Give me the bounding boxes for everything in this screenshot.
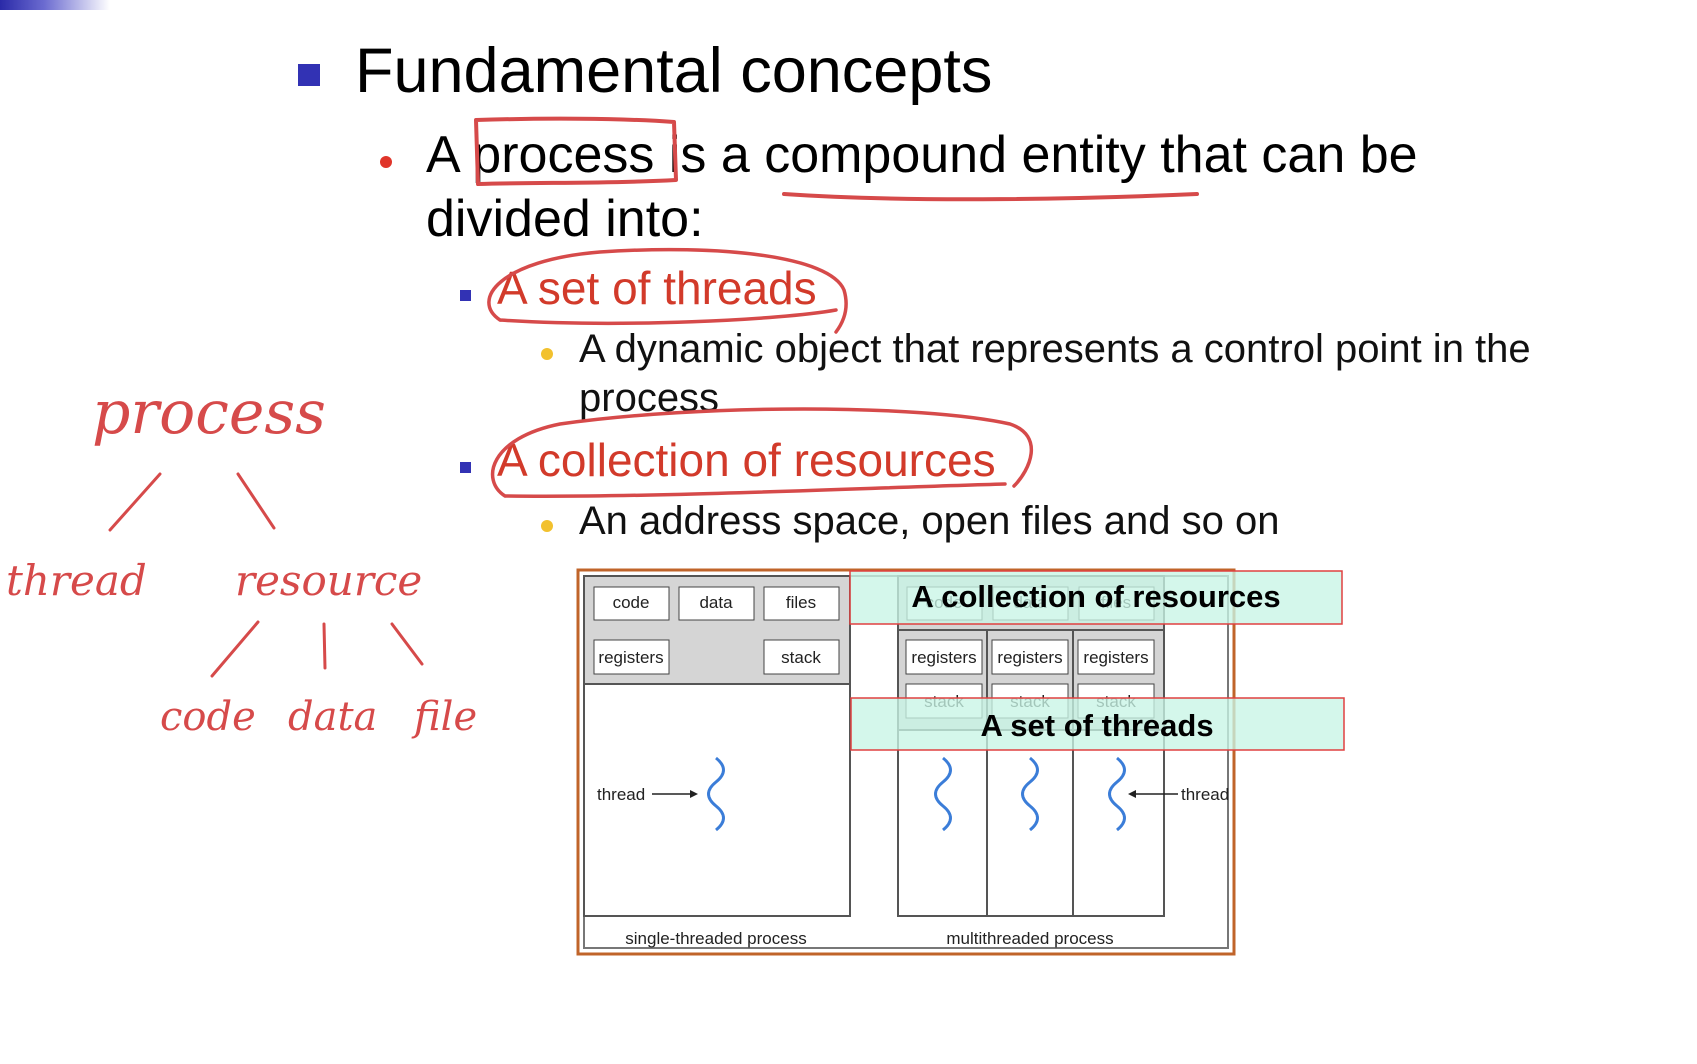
sub-item-2-bullet [460, 462, 471, 473]
point-bullet [380, 156, 392, 168]
ink-child-resource: resource [235, 556, 423, 605]
multi-registers-box-3 [1077, 639, 1155, 675]
ink-oval-threads [487, 247, 848, 334]
multi-caption: multithreaded process [946, 929, 1113, 948]
ink-grandchild-file: file [414, 694, 478, 740]
overlay-threads-box [850, 697, 1345, 751]
ink-tree-line-thread [108, 472, 162, 532]
sub-item-2-label: A collection of resources [497, 434, 996, 486]
point-line-1: A process is a compound entity that can … [426, 122, 1418, 188]
point-suffix: that can be [1160, 126, 1418, 184]
ink-grandchild-data: data [288, 694, 378, 740]
ink-tree-line-code [210, 620, 260, 678]
sub-item-2-detail-bullet [541, 520, 553, 532]
sub-item-1-detail-line-1: A dynamic object that represents a contr… [579, 327, 1531, 371]
multi-registers-label-1: registers [911, 648, 976, 667]
point-process-word: process [472, 126, 655, 184]
sub-item-1-detail-bullet [541, 348, 553, 360]
multi-registers-label-2: registers [997, 648, 1062, 667]
single-code-label: code [613, 593, 650, 612]
ink-oval-resources [490, 407, 1033, 499]
single-stack-label: stack [781, 648, 821, 667]
single-body [583, 683, 851, 917]
single-data-label: data [699, 593, 733, 612]
multi-registers-box-2 [991, 639, 1069, 675]
multi-thread-arrowhead [1128, 790, 1136, 798]
ink-tree-line-data [322, 622, 327, 670]
point-line-2: divided into: [426, 190, 704, 248]
multi-thread-label: thread [1181, 785, 1229, 804]
single-files-box [763, 586, 840, 621]
ink-grandchild-code: code [160, 694, 256, 740]
overlay-resources-box [849, 570, 1343, 625]
overlay-threads-label: A set of threads [980, 708, 1213, 743]
single-registers-label: registers [598, 648, 663, 667]
sub-item-2-detail-line-1: An address space, open files and so on [579, 499, 1280, 543]
ink-box-process [474, 116, 678, 186]
process-figure: code data files registers stack thread s… [576, 568, 1345, 956]
heading-bullet [298, 64, 320, 86]
slide-corner-accent [0, 0, 110, 10]
single-files-label: files [786, 593, 816, 612]
single-stack-box [763, 639, 840, 675]
single-thread-arrowhead [690, 790, 698, 798]
ink-tree-line-file [390, 622, 424, 666]
single-data-box [678, 586, 755, 621]
ink-underline-compound [782, 192, 1199, 202]
multi-registers-box-1 [905, 639, 983, 675]
sub-item-1-label: A set of threads [497, 262, 817, 314]
single-registers-box [593, 639, 670, 675]
point-prefix: A [426, 126, 458, 184]
ink-child-thread: thread [6, 556, 147, 605]
overlay-resources-label: A collection of resources [911, 579, 1280, 614]
slide-heading: Fundamental concepts [355, 36, 993, 106]
point-compound: compound entity [764, 126, 1146, 184]
ink-root-process: process [92, 378, 326, 448]
multi-registers-label-3: registers [1083, 648, 1148, 667]
single-caption: single-threaded process [625, 929, 806, 948]
ink-tree-line-resource [236, 472, 276, 530]
single-code-box [593, 586, 670, 621]
point-mid: is a [668, 126, 750, 184]
sub-item-1-bullet [460, 290, 471, 301]
single-thread-label: thread [597, 785, 645, 804]
